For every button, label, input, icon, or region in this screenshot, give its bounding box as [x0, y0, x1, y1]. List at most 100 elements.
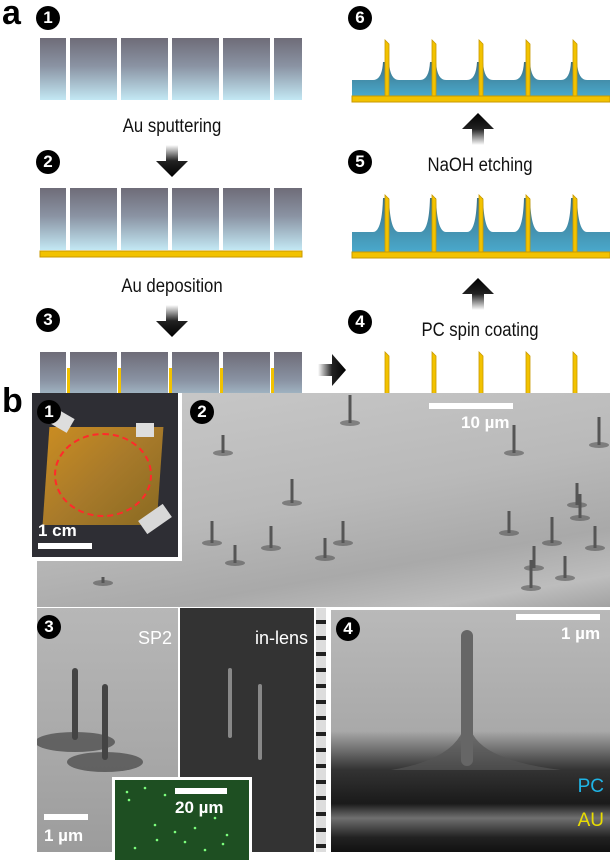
nanowire-spike [233, 545, 237, 563]
fluorescent-dot [225, 833, 229, 837]
gold-rod [220, 368, 223, 416]
fluorescent-dot [173, 830, 177, 834]
nanowire-spike [550, 517, 554, 543]
naoh-etching-label: NaOH etching [427, 155, 533, 176]
gold-layer [351, 95, 610, 103]
gold-nanowire [384, 39, 390, 97]
image-divider [178, 608, 180, 852]
fabrication-schematic [39, 38, 610, 423]
step-1-badge: 1 [36, 6, 60, 30]
nanowire-spike [529, 560, 533, 588]
arrow-up-icon [462, 278, 494, 310]
arrow-down-icon [156, 145, 188, 177]
pore [66, 188, 70, 250]
step-2-badge: 2 [36, 150, 60, 174]
pc-layer-label: PC [577, 776, 604, 797]
gold-nanowire [572, 39, 578, 97]
fluorescent-dot [155, 838, 159, 842]
tape [136, 423, 154, 437]
pore [270, 38, 274, 100]
nanowire-spike [563, 556, 567, 578]
fluorescent-dot [127, 798, 131, 802]
nanowire-spike [507, 511, 511, 533]
pore [117, 38, 121, 100]
nanowires [37, 668, 143, 772]
pore [117, 188, 121, 250]
pore [66, 38, 70, 100]
nanowire-spike [348, 395, 352, 423]
gold-nanowire [431, 194, 437, 253]
scale-bar-label: 10 µm [461, 413, 510, 432]
pore [219, 188, 223, 250]
fluorescent-dot [133, 846, 137, 850]
scale-bar-label: 1 µm [561, 624, 601, 643]
image-strip [316, 608, 326, 852]
nanowire-spike [269, 526, 273, 548]
fluorescent-dot [213, 816, 217, 820]
nanowire-spike [323, 538, 327, 558]
single-nanowire-image: 1 µm PC AU [331, 610, 610, 852]
step-6-badge: 6 [348, 6, 372, 30]
pore [168, 188, 172, 250]
gold-nanowire [478, 39, 484, 97]
gold-nanowire [431, 39, 437, 97]
panel-b-letter: b [2, 382, 23, 420]
gold-nanowire [384, 194, 390, 253]
gold-nanowire [525, 194, 531, 253]
sample-photo-frame: 1 cm [32, 393, 182, 561]
fluorescent-dot [163, 793, 167, 797]
pore [270, 188, 274, 250]
au-layer-label: AU [577, 810, 604, 831]
gold-rod [169, 368, 172, 416]
scale-bar [38, 543, 92, 549]
nanowires [228, 668, 262, 760]
step-b3-badge: 3 [37, 615, 61, 639]
step-b4-badge: 4 [336, 617, 360, 641]
nanowire-spike [210, 521, 214, 543]
scale-bar [175, 788, 227, 794]
nanowire-spike [575, 483, 579, 505]
nanowire-spikes [93, 395, 609, 591]
scale-bar-label: 20 µm [175, 798, 224, 817]
scale-bar-label: 1 cm [38, 521, 77, 540]
red-dashed-circle [54, 433, 152, 517]
fluorescent-dot [183, 840, 187, 844]
panel-a-letter: a [2, 0, 21, 32]
nanowire-spike [532, 546, 536, 568]
fluorescent-dot [125, 790, 129, 794]
fluorescent-dot [221, 842, 225, 846]
gold-rod [67, 368, 70, 416]
nanowire-spike [597, 417, 601, 445]
gold-nanowire [525, 39, 531, 97]
gold-rod [271, 368, 274, 416]
step-b2-badge: 2 [190, 400, 214, 424]
gold-layer [39, 250, 303, 258]
gold-layer [351, 251, 610, 259]
nanowire-spike [512, 425, 516, 453]
scale-bar-label: 1 µm [44, 826, 84, 845]
nanowire [391, 630, 561, 770]
scale-bar [44, 814, 88, 820]
au-deposition-label: Au deposition [121, 276, 223, 297]
fluorescent-dot [143, 786, 147, 790]
arrow-right-icon [318, 354, 346, 386]
arrow-down-icon [156, 305, 188, 337]
scale-bar [516, 614, 600, 620]
gold-rod [118, 368, 121, 416]
nanowire-spike [290, 479, 294, 503]
sp2-label: SP2 [137, 628, 172, 648]
nanowire-spike [221, 435, 225, 453]
step-5-badge: 5 [348, 150, 372, 174]
fluorescence-inset-frame: 20 µm [112, 777, 252, 860]
nanowire-spike [341, 521, 345, 543]
pore [219, 38, 223, 100]
arrow-up-icon [462, 113, 494, 145]
scale-bar [429, 403, 513, 409]
gold-nanowire [478, 194, 484, 253]
step-3-badge: 3 [36, 308, 60, 332]
in-lens-label: in-lens [254, 628, 308, 648]
sample-photo: 1 cm [32, 393, 178, 557]
step-4-badge: 4 [348, 310, 372, 334]
pc-spin-coating-label: PC spin coating [421, 320, 539, 341]
au-sputtering-label: Au sputtering [122, 116, 222, 137]
